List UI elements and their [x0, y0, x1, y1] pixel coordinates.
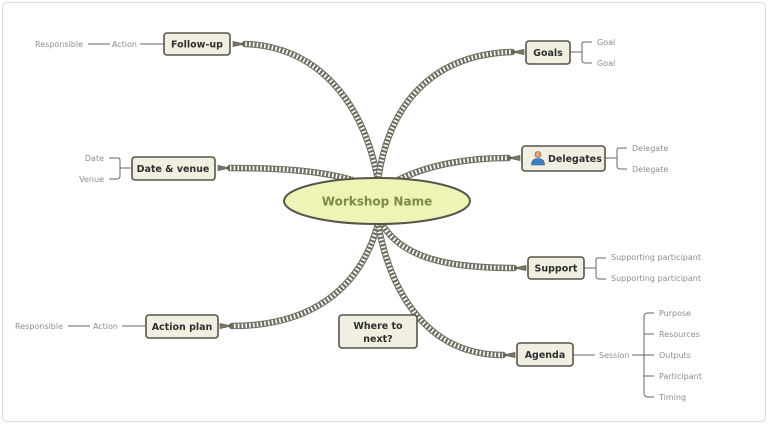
support-item-2[interactable]: Supporting participant	[611, 274, 701, 283]
branch-goals-arrowhead	[511, 49, 525, 55]
date-venue-item-date[interactable]: Date	[85, 154, 104, 163]
central-ellipse	[283, 177, 471, 225]
delegates-label: Delegates	[548, 154, 602, 165]
action-plan-label: Action plan	[152, 322, 213, 333]
topic-where-to-next[interactable]: Where to next?	[338, 314, 418, 349]
goals-item-1[interactable]: Goal	[597, 38, 615, 47]
action-plan-action[interactable]: Action	[93, 322, 118, 331]
branch-follow-up-arrowhead	[232, 41, 246, 47]
branch-goals	[374, 48, 525, 184]
branch-agenda	[374, 220, 516, 359]
action-plan-responsible[interactable]: Responsible	[15, 322, 63, 331]
branch-layer	[217, 40, 527, 359]
agenda-item-resources[interactable]: Resources	[659, 330, 700, 339]
where-to-next-line-1: Where to	[353, 321, 403, 332]
date-venue-item-venue[interactable]: Venue	[79, 175, 104, 184]
branch-follow-up	[232, 40, 382, 184]
agenda-session[interactable]: Session	[599, 351, 630, 360]
branch-support	[378, 220, 527, 272]
branch-delegates	[394, 154, 521, 184]
delegates-bracket	[605, 147, 627, 170]
agenda-item-purpose[interactable]: Purpose	[659, 309, 691, 318]
branch-action-plan	[219, 220, 382, 330]
topic-delegates[interactable]: Delegates	[521, 145, 606, 172]
support-bracket	[584, 257, 606, 280]
topic-goals[interactable]: Goals	[525, 40, 571, 65]
branch-delegates-arrowhead	[507, 155, 521, 161]
central-topic-label: Workshop Name	[322, 195, 432, 209]
delegates-item-1[interactable]: Delegate	[632, 144, 668, 153]
person-icon	[531, 151, 545, 166]
branch-support-arrowhead	[513, 265, 527, 271]
topic-support[interactable]: Support	[527, 256, 585, 280]
topic-agenda[interactable]: Agenda	[516, 342, 574, 367]
agenda-session-bracket	[632, 312, 654, 398]
topic-date-venue[interactable]: Date & venue	[131, 156, 216, 181]
follow-up-action[interactable]: Action	[112, 40, 137, 49]
goals-bracket	[570, 41, 592, 64]
where-to-next-box	[338, 314, 418, 349]
where-to-next-line-2: next?	[363, 334, 392, 345]
topic-follow-up[interactable]: Follow-up	[163, 32, 231, 56]
central-topic[interactable]: Workshop Name	[283, 177, 471, 225]
date-venue-bracket	[109, 157, 132, 180]
delegates-item-2[interactable]: Delegate	[632, 165, 668, 174]
branch-action-plan-arrowhead	[219, 323, 233, 329]
follow-up-responsible[interactable]: Responsible	[35, 40, 83, 49]
support-label: Support	[535, 264, 578, 275]
goals-item-2[interactable]: Goal	[597, 59, 615, 68]
topic-action-plan[interactable]: Action plan	[145, 314, 219, 339]
agenda-item-outputs[interactable]: Outputs	[659, 351, 691, 360]
goals-label: Goals	[533, 48, 563, 59]
branch-date-venue	[217, 164, 356, 184]
agenda-label: Agenda	[525, 350, 566, 361]
support-item-1[interactable]: Supporting participant	[611, 253, 701, 262]
branch-date-venue-arrowhead	[217, 165, 231, 171]
agenda-item-timing[interactable]: Timing	[658, 393, 686, 402]
follow-up-label: Follow-up	[171, 40, 223, 51]
branch-agenda-arrowhead	[502, 352, 516, 358]
agenda-item-participant[interactable]: Participant	[659, 372, 702, 381]
date-venue-label: Date & venue	[137, 164, 210, 175]
